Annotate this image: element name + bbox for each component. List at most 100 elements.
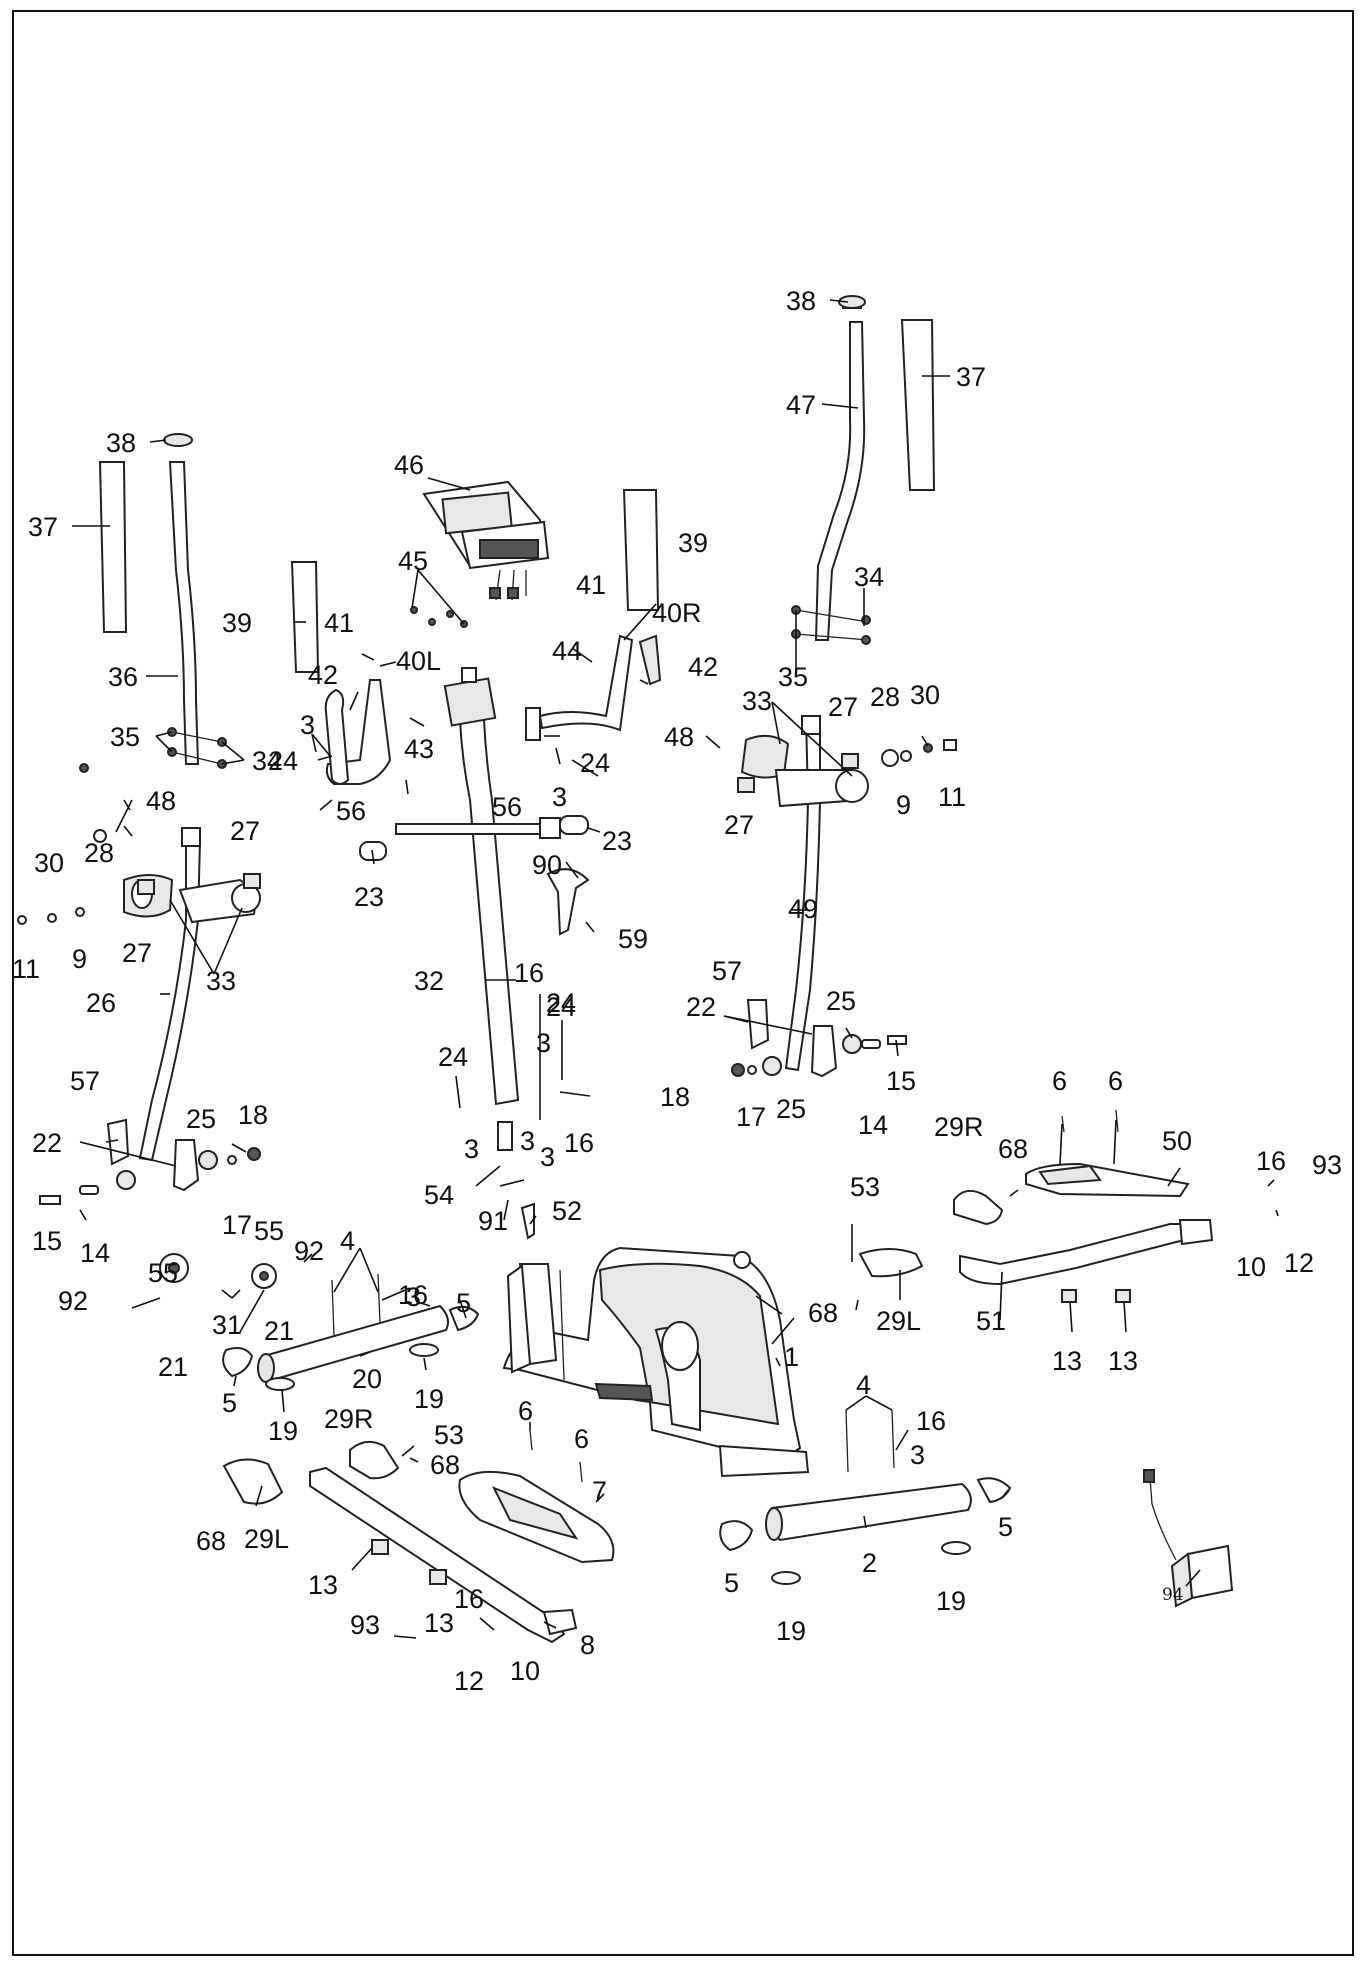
part-label: 16 (454, 1584, 484, 1614)
part-label: 68 (196, 1526, 226, 1556)
part-label: 9 (72, 944, 87, 974)
part-label: 18 (660, 1082, 690, 1112)
part-label: 2 (862, 1548, 877, 1578)
part-label: 90 (532, 850, 562, 880)
front-stabilizer (222, 1273, 480, 1391)
main-upright (395, 667, 561, 1106)
part-label: 41 (576, 570, 606, 600)
part-label: 37 (956, 362, 986, 392)
tension-cable (499, 1179, 525, 1187)
part-label: 17 (222, 1210, 252, 1240)
part-label: 24 (546, 988, 576, 1018)
part-label: 13 (424, 1608, 454, 1638)
part-label: 39 (678, 528, 708, 558)
part-label: 45 (398, 546, 428, 576)
part-label: 4 (340, 1226, 355, 1256)
part-label: 54 (424, 1180, 454, 1210)
part-label: 29R (324, 1404, 374, 1434)
part-label: 3 (552, 782, 567, 812)
part-label: 46 (394, 450, 424, 480)
right-bracket-2 (810, 1025, 838, 1078)
bottle-holder (546, 868, 590, 936)
part-label: 24 (580, 748, 610, 778)
part-label: 35 (110, 722, 140, 752)
part-label: 30 (34, 848, 64, 878)
part-label: 16 (564, 1128, 594, 1158)
part-label: 27 (724, 810, 754, 840)
part-label: 48 (146, 786, 176, 816)
rollers (371, 1289, 1131, 1585)
part-label: 57 (70, 1066, 100, 1096)
part-label: 3 (464, 1134, 479, 1164)
part-label: 50 (1162, 1126, 1192, 1156)
part-label: 56 (492, 792, 522, 822)
part-label: 93 (350, 1610, 380, 1640)
part-label: 27 (122, 938, 152, 968)
part-label: 68 (430, 1450, 460, 1480)
part-label: 26 (86, 988, 116, 1018)
part-label: 55 (148, 1258, 178, 1288)
part-label: 32 (414, 966, 444, 996)
left-bracket-2 (172, 1139, 200, 1192)
part-label: 20 (352, 1364, 382, 1394)
part-label: 13 (1108, 1346, 1138, 1376)
parts-artwork (17, 295, 1234, 1644)
part-label: 16 (398, 1280, 428, 1310)
sensor (497, 1121, 513, 1151)
part-label: 3 (910, 1440, 925, 1470)
part-label: 17 (736, 1102, 766, 1132)
part-label: 27 (828, 692, 858, 722)
part-label: 34 (252, 746, 282, 776)
part-label: 19 (414, 1384, 444, 1414)
part-label: 5 (724, 1568, 739, 1598)
left-bracket (106, 1118, 130, 1166)
part-label: 92 (294, 1236, 324, 1266)
left-crank-disc (159, 1253, 277, 1289)
part-label: 5 (222, 1388, 237, 1418)
part-label: 94 (1162, 1585, 1184, 1605)
part-label: 29R (934, 1112, 984, 1142)
part-label: 13 (308, 1570, 338, 1600)
part-label: 6 (574, 1424, 589, 1454)
part-label: 19 (776, 1616, 806, 1646)
part-label: 68 (998, 1134, 1028, 1164)
part-label: 16 (1256, 1146, 1286, 1176)
part-label: 18 (238, 1100, 268, 1130)
part-label: 19 (936, 1586, 966, 1616)
pedal-bolts (529, 1109, 1119, 1483)
tension-knob (520, 1202, 535, 1240)
part-label: 24 (438, 1042, 468, 1072)
static-handlebar-right (525, 634, 662, 741)
part-label: 28 (870, 682, 900, 712)
diagram-frame (12, 10, 1354, 1956)
right-bracket (746, 999, 770, 1050)
part-label: 5 (456, 1288, 471, 1318)
part-label: 23 (354, 882, 384, 912)
right-handlebar-upper (814, 295, 866, 641)
part-label: 33 (206, 966, 236, 996)
part-label: 3 (406, 1282, 421, 1312)
power-adapter (1143, 1469, 1234, 1608)
part-label: 15 (32, 1226, 62, 1256)
part-label: 14 (858, 1110, 888, 1140)
part-label: 38 (786, 286, 816, 316)
part-label: 10 (1236, 1252, 1266, 1282)
part-label: 92 (58, 1286, 88, 1316)
part-label: 3 (520, 1126, 535, 1156)
part-label: 51 (976, 1306, 1006, 1336)
rear-stabilizer (719, 1409, 1012, 1585)
right-foam-grip (900, 319, 936, 491)
part-label: 8 (580, 1630, 595, 1660)
left-pedal-assembly (222, 1440, 615, 1644)
right-middle-grip (622, 489, 660, 611)
part-label: 57 (712, 956, 742, 986)
part-label: 40L (396, 646, 441, 676)
part-label: 53 (850, 1172, 880, 1202)
part-label: 25 (826, 986, 856, 1016)
right-pedal-assembly (858, 1162, 1214, 1286)
part-label: 42 (688, 652, 718, 682)
part-label: 37 (28, 512, 58, 542)
part-label: 43 (404, 734, 434, 764)
part-label: 22 (686, 992, 716, 1022)
